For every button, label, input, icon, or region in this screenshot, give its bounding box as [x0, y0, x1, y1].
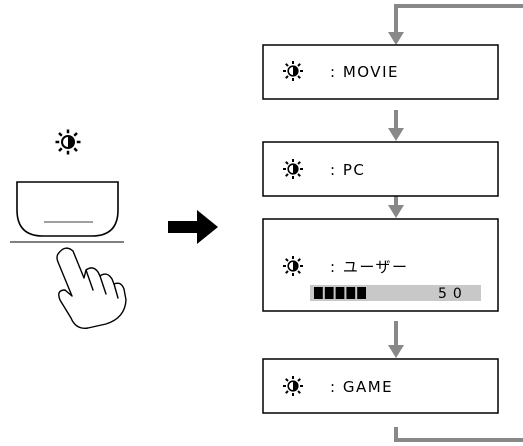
brightness-contrast-icon: [282, 375, 304, 397]
level-segment: [324, 287, 334, 299]
brightness-contrast-icon: [282, 60, 304, 82]
loop-in-line: [394, 4, 523, 32]
mode-box-game: : GAME: [262, 358, 499, 414]
mode-box-pc: : PC: [262, 141, 499, 197]
brightness-contrast-icon: [282, 158, 304, 180]
press-button-group: [10, 128, 127, 329]
mode-label: : ユーザー: [330, 258, 409, 276]
level-segment: [335, 287, 345, 299]
level-segment: [346, 287, 356, 299]
picture-mode-button: [16, 181, 119, 237]
mode-label: : GAME: [330, 378, 393, 396]
mode-box-user: : ユーザー 50: [262, 218, 499, 312]
mode-label: : PC: [330, 161, 365, 179]
level-segment: [357, 287, 366, 299]
brightness-contrast-icon: [54, 128, 82, 156]
hand-pointer-icon: [56, 247, 127, 329]
brightness-contrast-icon: [282, 255, 304, 277]
level-value: 50: [438, 286, 468, 302]
mode-box-movie: : MOVIE: [262, 44, 499, 100]
flow-arrowheads: [388, 32, 404, 358]
level-bar-fill: [314, 287, 366, 299]
right-arrow-icon: [168, 210, 218, 244]
arrow-down-icon: [388, 205, 404, 218]
arrow-down-icon: [388, 345, 404, 358]
level-segment: [314, 287, 323, 299]
arrow-down-icon: [388, 32, 404, 45]
mode-label: : MOVIE: [330, 63, 399, 81]
loop-out-line: [394, 427, 523, 442]
arrow-down-icon: [388, 128, 404, 141]
